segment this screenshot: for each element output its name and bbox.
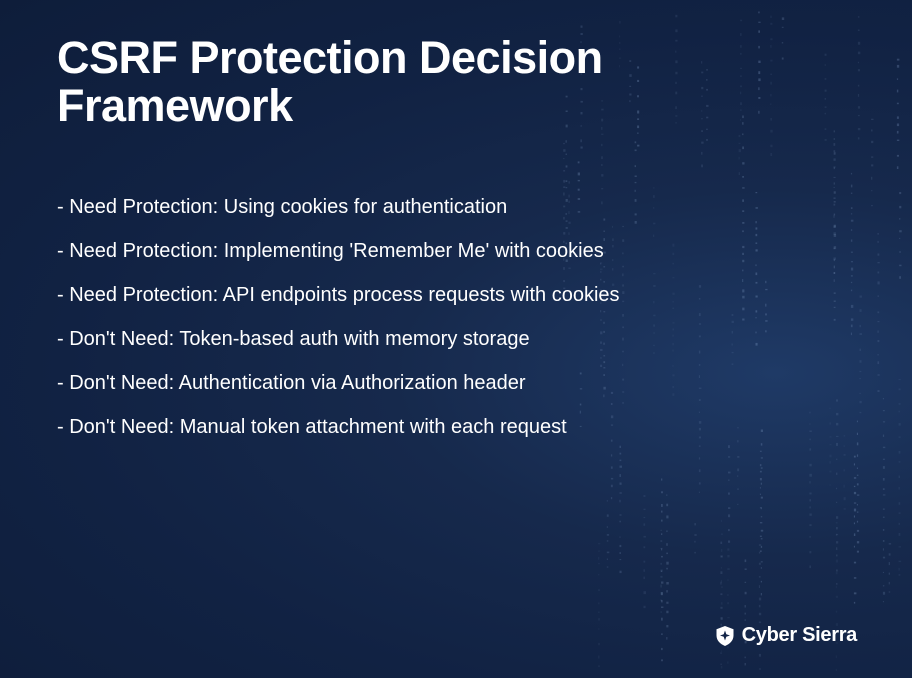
bullet-item: - Don't Need: Token-based auth with memo… [57,328,530,350]
slide-title: CSRF Protection Decision Framework [57,32,603,131]
bullet-item: - Need Protection: Implementing 'Remembe… [57,240,604,262]
brand-name: Cyber Sierra [741,624,858,646]
bullet-item: - Need Protection: API endpoints process… [57,284,620,306]
brand-logo: Cyber Sierra [715,624,857,647]
bullet-item: - Don't Need: Authentication via Authori… [57,372,526,394]
bullet-item: - Need Protection: Using cookies for aut… [57,196,508,218]
bullet-item: - Don't Need: Manual token attachment wi… [57,416,567,438]
shield-star-icon [716,625,734,646]
bullet-list: - Need Protection: Using cookies for aut… [57,192,657,456]
